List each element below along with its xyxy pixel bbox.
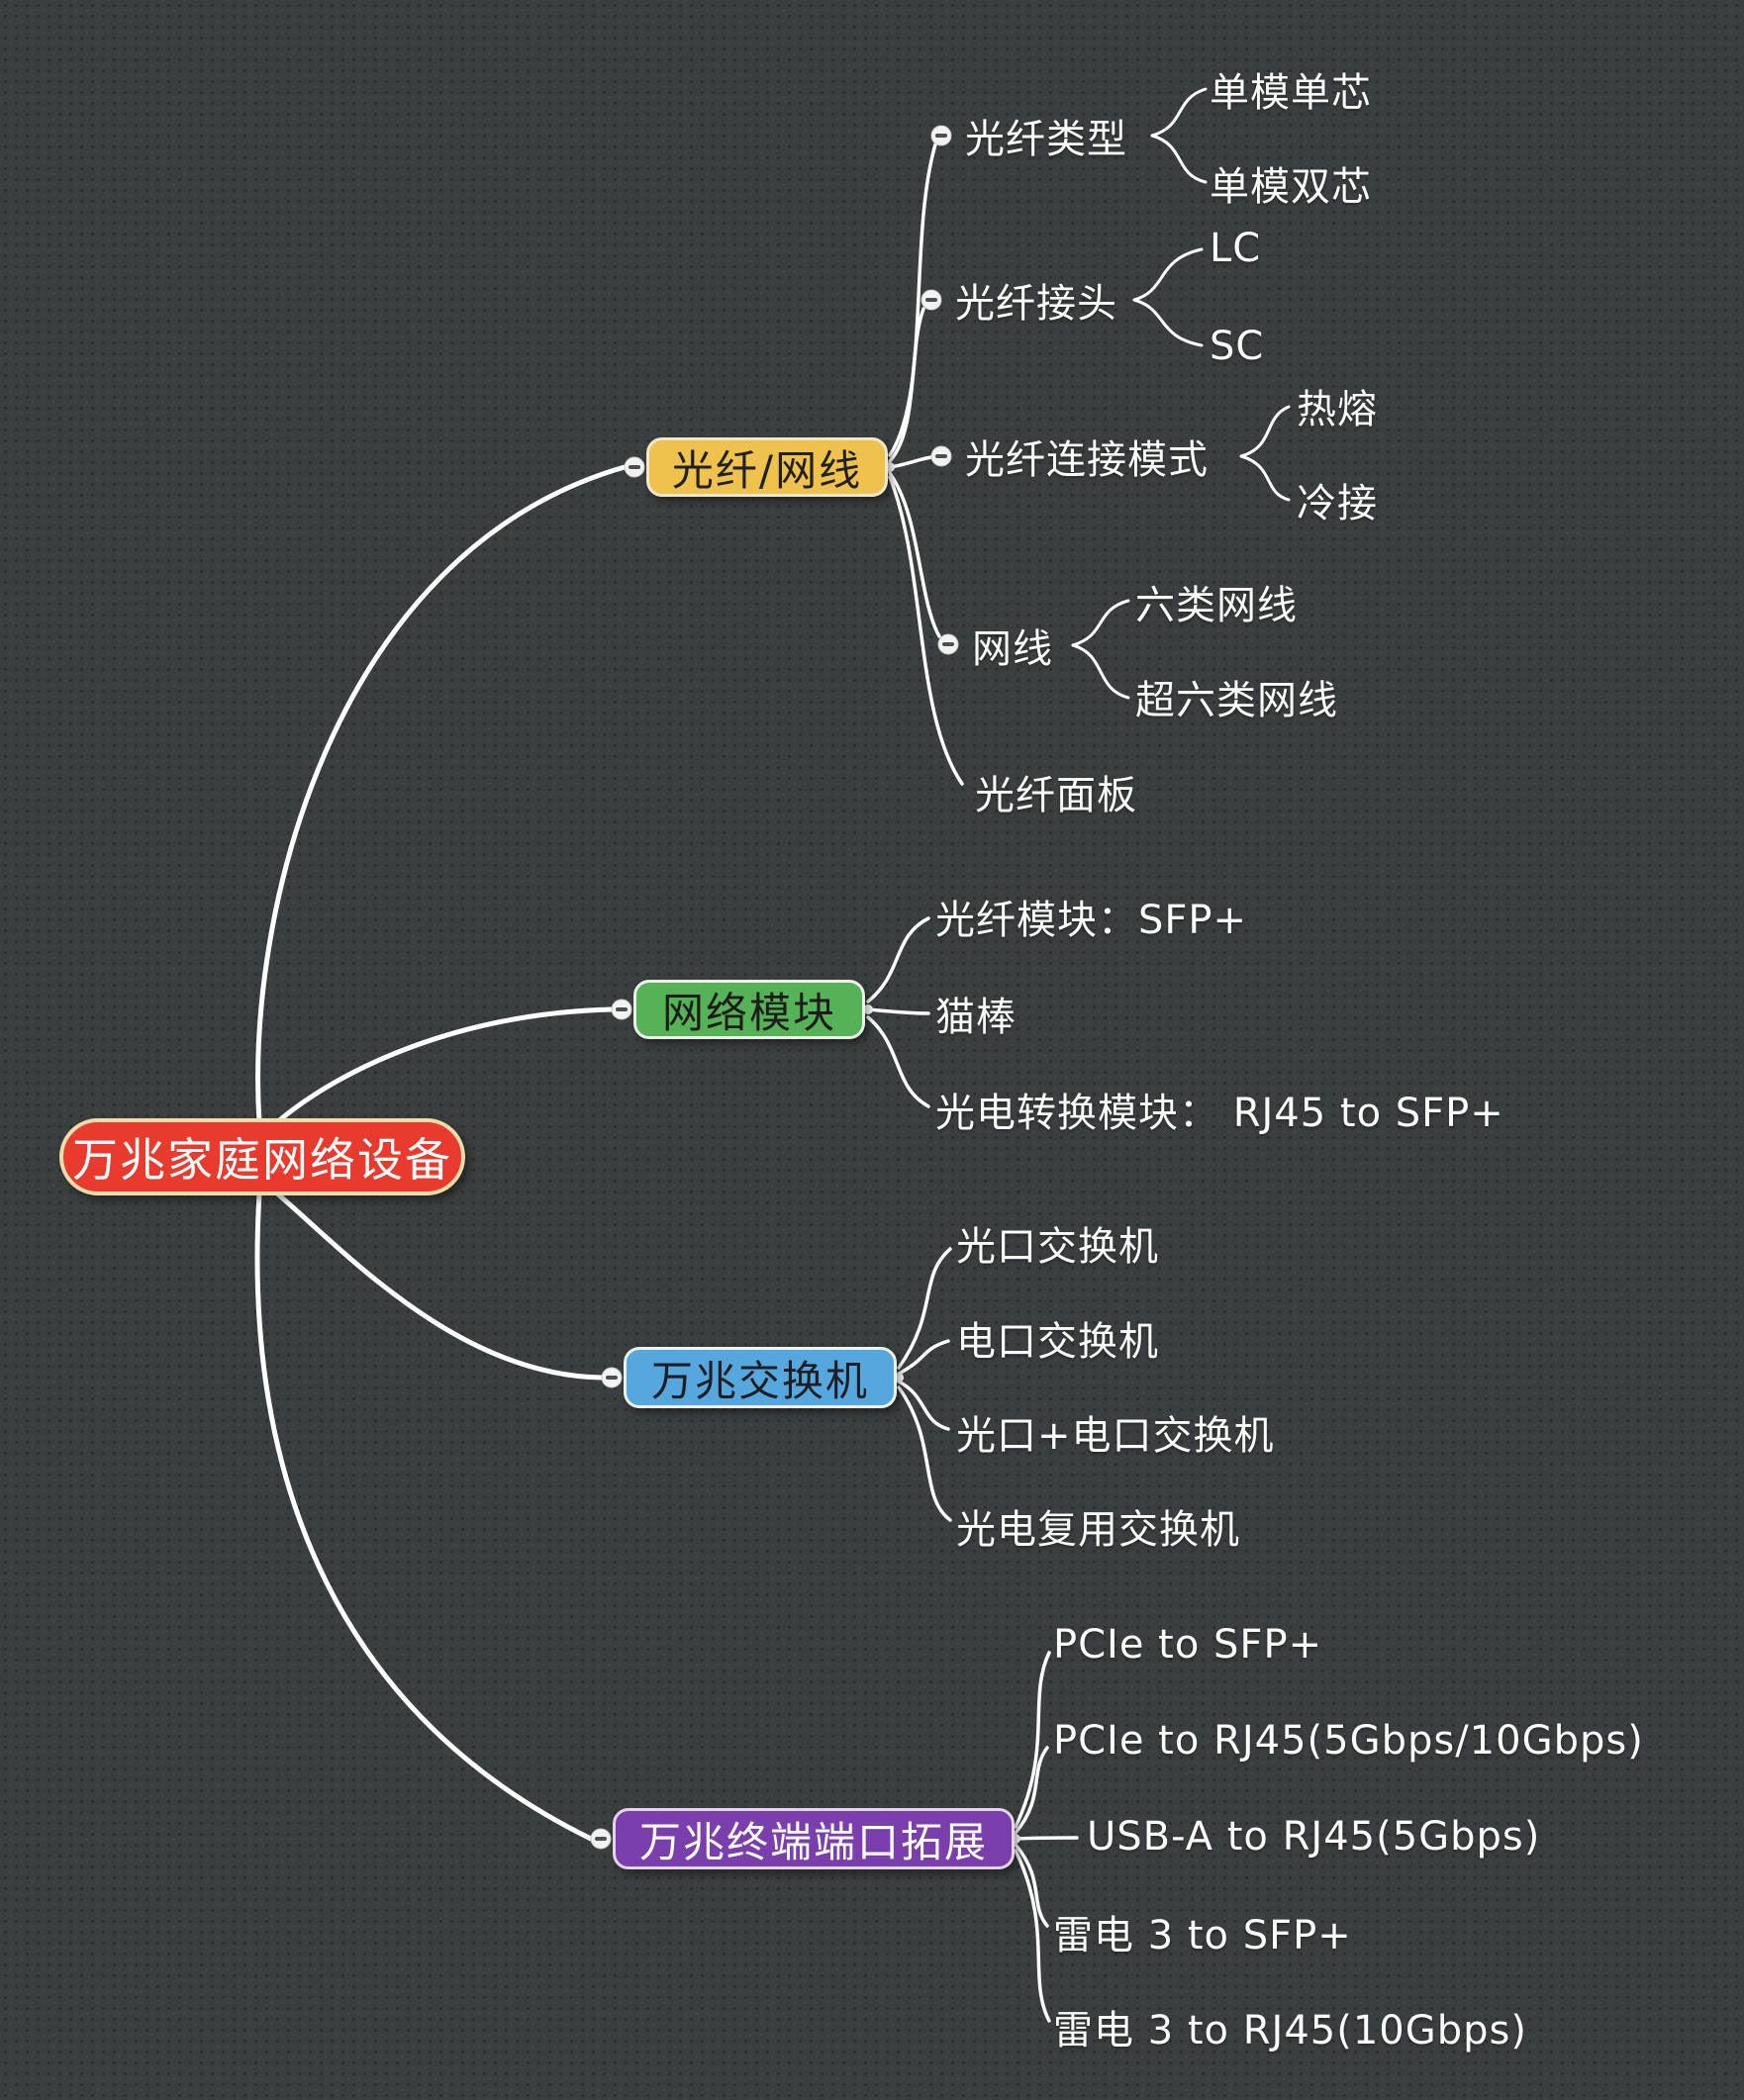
sub-line-splice-mode: [888, 455, 933, 469]
sub-line-fiber-type: [888, 143, 937, 457]
topic-sc[interactable]: SC: [1210, 324, 1265, 369]
node-10g-switch[interactable]: 万兆交换机: [624, 1347, 897, 1408]
topic-single-mode-dual-core[interactable]: 单模双芯: [1210, 164, 1372, 210]
sub-line-ethernet-cable: [888, 471, 941, 638]
sub-line-fiber-panel: [888, 475, 964, 786]
sub-line-usb-rj45: [1014, 1836, 1079, 1841]
topic-electrical-switch[interactable]: 电口交换机: [956, 1319, 1159, 1365]
bracket-lc: [1132, 247, 1204, 302]
topic-ethernet-cable[interactable]: 网线: [972, 626, 1053, 672]
collapse-handle-port-expansion[interactable]: [590, 1828, 612, 1850]
node-fiber-cable-label: 光纤/网线: [671, 445, 863, 495]
topic-fiber-type[interactable]: 光纤类型: [965, 117, 1127, 162]
sub-line-sfp-module: [866, 916, 930, 1003]
branch-line-network-module: [274, 1006, 615, 1125]
bracket-fusion: [1239, 405, 1291, 458]
sub-line-tb3-sfp: [1014, 1843, 1049, 1928]
topic-sfp-module[interactable]: 光纤模块：SFP+: [935, 898, 1248, 943]
bracket-cold: [1239, 454, 1291, 502]
topic-usb-to-rj45[interactable]: USB-A to RJ45(5Gbps): [1087, 1814, 1541, 1860]
sub-line-optical-switch: [897, 1247, 952, 1370]
topic-fiber-connector[interactable]: 光纤接头: [955, 281, 1117, 327]
topic-cold-splice[interactable]: 冷接: [1297, 481, 1378, 526]
junction-dot-network-module: [863, 1004, 873, 1014]
collapse-handle-network-module[interactable]: [611, 999, 632, 1020]
topic-pcie-to-rj45[interactable]: PCIe to RJ45(5Gbps/10Gbps): [1053, 1718, 1644, 1764]
branch-line-fiber-cable: [255, 464, 628, 1125]
topic-cat6-cable[interactable]: 六类网线: [1135, 583, 1298, 628]
sub-line-cat-stick: [866, 1007, 930, 1015]
sub-line-media-converter: [866, 1015, 930, 1108]
collapse-handle-fiber-type[interactable]: [930, 125, 952, 146]
node-10g-switch-label: 万兆交换机: [650, 1356, 869, 1405]
topic-lc[interactable]: LC: [1210, 226, 1262, 271]
node-port-expansion-label: 万兆终端端口拓展: [638, 1817, 988, 1866]
bracket-cat6a: [1071, 643, 1130, 700]
branch-line-port-expansion: [254, 1191, 594, 1842]
branch-line-10g-switch: [274, 1191, 605, 1381]
topic-combo-switch[interactable]: 光口+电口交换机: [956, 1413, 1275, 1459]
root-node[interactable]: 万兆家庭网络设备: [59, 1118, 465, 1195]
sub-line-fiber-connector: [888, 307, 925, 463]
node-fiber-cable[interactable]: 光纤/网线: [646, 437, 888, 497]
topic-optical-switch[interactable]: 光口交换机: [956, 1224, 1159, 1270]
collapse-handle-10g-switch[interactable]: [601, 1367, 623, 1388]
topic-cat-stick[interactable]: 猫棒: [935, 995, 1017, 1040]
collapse-handle-ethernet-cable[interactable]: [937, 633, 959, 655]
topic-fusion-splice[interactable]: 热熔: [1297, 387, 1378, 432]
topic-media-converter[interactable]: 光电转换模块： RJ45 to SFP+: [935, 1091, 1504, 1136]
sub-line-pcie-sfp: [1014, 1651, 1051, 1829]
bracket-cat6: [1071, 599, 1130, 647]
collapse-handle-fiber-connector[interactable]: [920, 289, 942, 311]
topic-pcie-to-sfp[interactable]: PCIe to SFP+: [1053, 1622, 1323, 1668]
sub-line-electrical-switch: [897, 1339, 950, 1376]
collapse-handle-splice-mode[interactable]: [930, 445, 952, 467]
topic-multiplex-switch[interactable]: 光电复用交换机: [956, 1507, 1240, 1553]
bracket-dual-core: [1150, 134, 1208, 184]
bracket-sc: [1132, 298, 1204, 347]
node-network-module[interactable]: 网络模块: [633, 980, 865, 1039]
topic-tb3-to-sfp[interactable]: 雷电 3 to SFP+: [1053, 1913, 1352, 1958]
sub-line-tb3-rj45: [1014, 1849, 1051, 2023]
topic-cat6a-cable[interactable]: 超六类网线: [1135, 678, 1338, 723]
topic-fiber-panel[interactable]: 光纤面板: [975, 773, 1137, 818]
bracket-single-core: [1150, 87, 1208, 138]
node-network-module-label: 网络模块: [661, 988, 836, 1037]
topic-splice-mode[interactable]: 光纤连接模式: [965, 437, 1209, 483]
collapse-handle-fiber-cable[interactable]: [624, 456, 645, 478]
sub-line-combo-switch: [897, 1380, 950, 1431]
topic-single-mode-single-core[interactable]: 单模单芯: [1210, 70, 1372, 116]
sub-line-multiplex-switch: [897, 1385, 952, 1522]
root-label: 万兆家庭网络设备: [72, 1133, 452, 1187]
node-port-expansion[interactable]: 万兆终端端口拓展: [613, 1808, 1015, 1869]
topic-tb3-to-rj45[interactable]: 雷电 3 to RJ45(10Gbps): [1053, 2008, 1527, 2053]
sub-line-pcie-rj45: [1014, 1746, 1049, 1835]
